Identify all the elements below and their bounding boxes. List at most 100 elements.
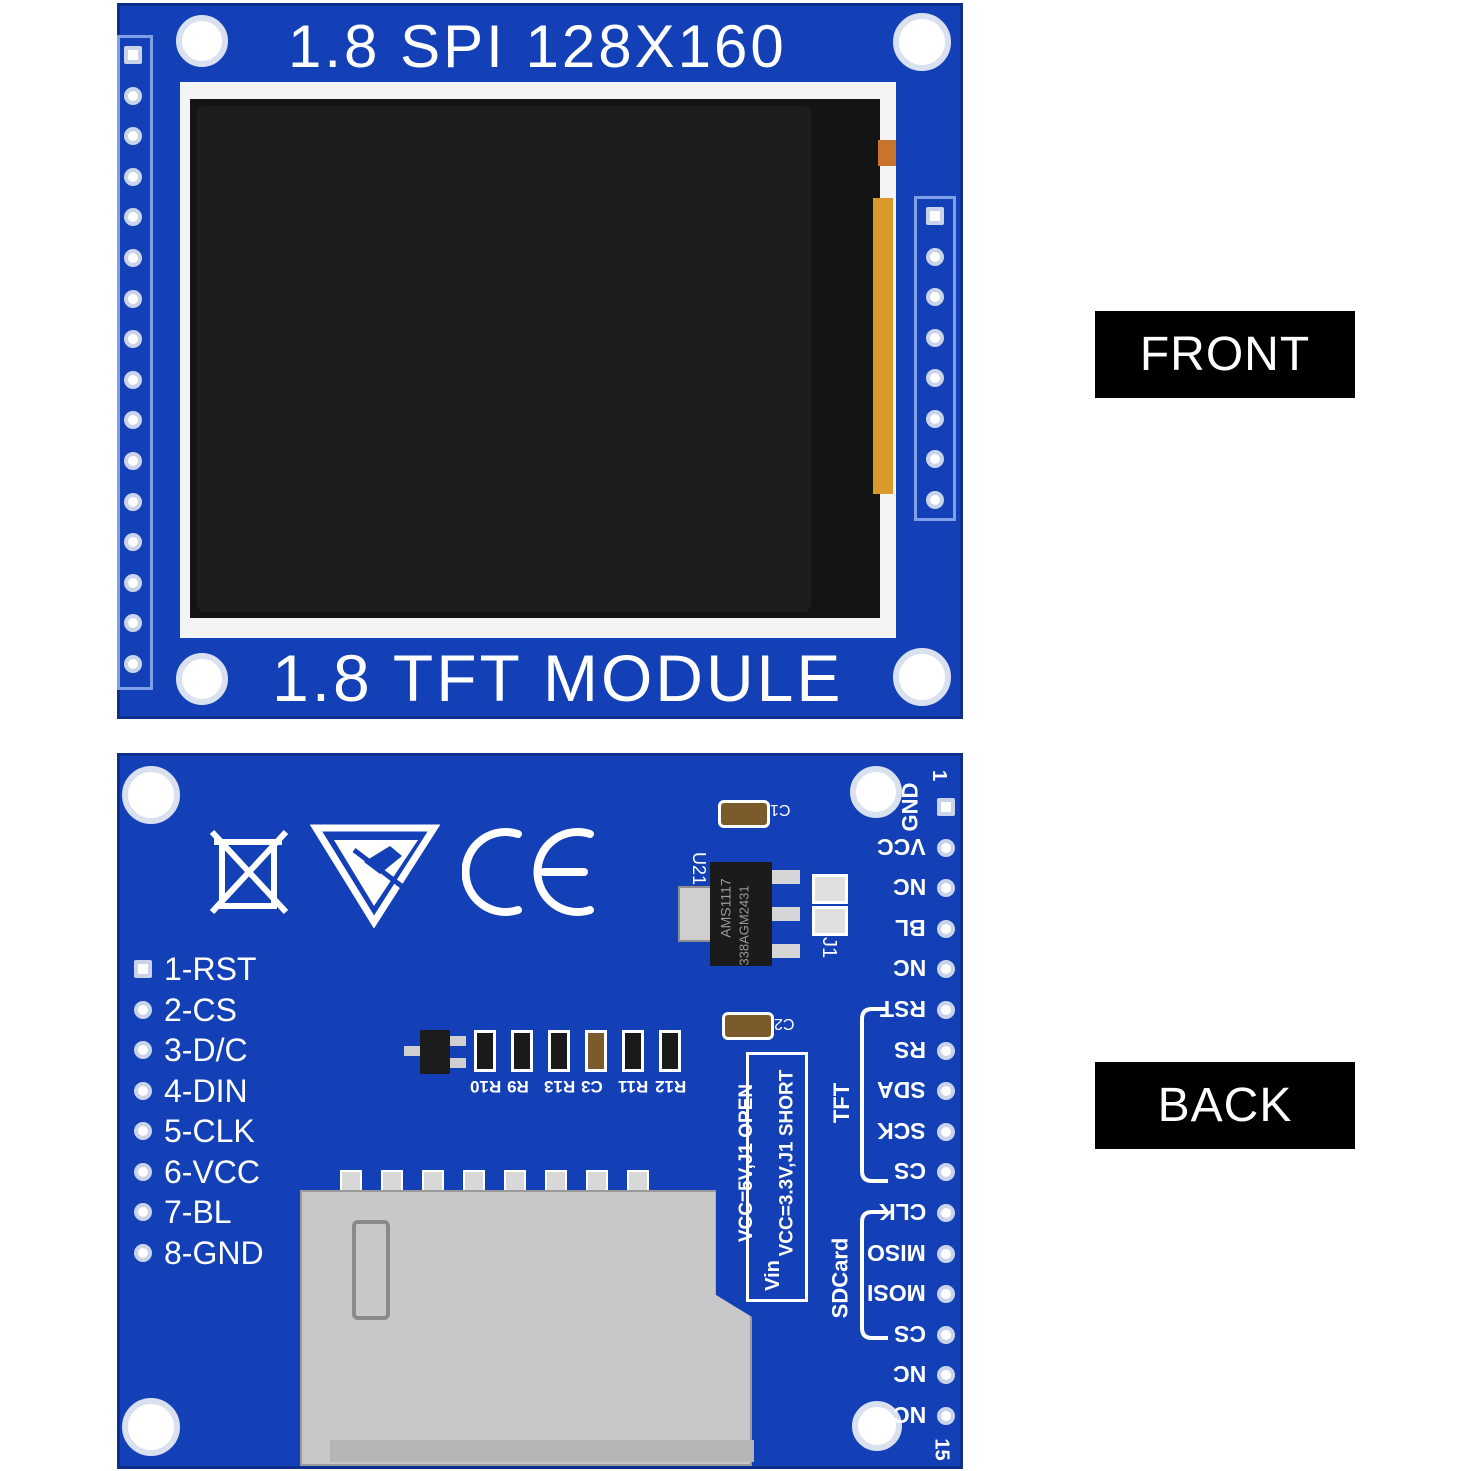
u21-label: U21 <box>689 851 710 886</box>
front-left-pin <box>124 289 142 308</box>
back-left-pin-label: 5-CLK <box>164 1113 255 1149</box>
front-left-pin <box>124 249 142 267</box>
front-left-pin <box>124 573 142 592</box>
pin-first-number: 1 <box>928 769 951 782</box>
back-left-pin <box>134 1162 152 1181</box>
back-right-pin <box>937 798 955 816</box>
jumper-pad-2 <box>812 906 848 936</box>
back-right-pin-label: VCC <box>877 833 926 860</box>
pin-last-number: 15 <box>930 1438 953 1461</box>
front-left-pin <box>124 127 142 146</box>
ce-mark-icon <box>462 828 594 916</box>
back-right-pin <box>937 1407 955 1425</box>
sd-card-bottom-lip <box>330 1440 754 1462</box>
jumper-pad-1 <box>812 874 848 904</box>
resistor-pad <box>548 1030 570 1072</box>
back-right-pin-label: NC <box>892 1402 926 1428</box>
back-mount-hole-tr <box>850 766 902 818</box>
front-right-pin <box>926 450 944 468</box>
back-right-pin <box>937 1204 955 1222</box>
capacitor-c1 <box>718 800 770 828</box>
back-left-pin <box>134 960 152 978</box>
back-left-pin-label: 2-CS <box>164 991 237 1028</box>
front-left-pin <box>124 655 142 673</box>
back-right-pin <box>937 879 955 898</box>
weee-bin-icon <box>209 829 289 915</box>
resistor-label: R11 <box>618 1077 649 1096</box>
back-right-pin <box>937 1001 955 1019</box>
back-left-pin <box>134 1041 152 1059</box>
transistor <box>420 1030 450 1074</box>
transistor-leg-c <box>450 1058 466 1068</box>
c1-label: C1 <box>770 801 791 818</box>
back-right-pin <box>937 1285 955 1304</box>
resistor-pad <box>511 1030 533 1072</box>
front-mount-hole-tl <box>176 15 228 67</box>
front-left-pin <box>124 370 142 389</box>
back-label: BACK <box>1095 1062 1355 1149</box>
resistor-label: R12 <box>655 1077 687 1096</box>
flex-cable <box>873 198 893 494</box>
resistor-label: R10 <box>470 1077 502 1096</box>
back-left-pin <box>134 1081 152 1100</box>
front-right-pin <box>926 288 944 306</box>
resistor-pad <box>474 1030 496 1072</box>
back-left-pin <box>134 1203 152 1221</box>
front-left-pin <box>124 208 142 227</box>
front-mount-hole-br <box>893 648 951 706</box>
back-mount-hole-bl <box>122 1398 180 1456</box>
front-label: FRONT <box>1095 311 1355 398</box>
front-mount-hole-bl <box>176 653 228 705</box>
back-left-pin-label: 6-VCC <box>164 1153 261 1190</box>
back-right-pin-label: NC <box>892 874 926 901</box>
back-right-pin <box>937 1163 955 1182</box>
front-left-pin <box>124 492 142 511</box>
back-right-pin <box>937 960 955 979</box>
front-left-pin <box>124 86 142 105</box>
front-left-pin <box>124 533 142 552</box>
back-right-pin <box>937 1244 955 1263</box>
flex-tab <box>878 140 896 166</box>
back-left-pin-label: 1-RST <box>164 951 257 987</box>
front-right-pin <box>926 207 944 225</box>
regulator-body <box>710 862 772 966</box>
back-left-pin-label: 8-GND <box>164 1234 264 1271</box>
j1-label: J1 <box>818 936 841 959</box>
back-left-pin <box>134 1122 152 1140</box>
resistor-pad <box>585 1030 607 1072</box>
resistor-label: R13 <box>544 1077 576 1096</box>
resistor-pad <box>622 1030 644 1072</box>
c2-label: C2 <box>774 1015 795 1032</box>
front-mount-hole-tr <box>893 13 951 71</box>
front-right-pin <box>926 369 944 387</box>
resistor-pad <box>659 1030 681 1072</box>
capacitor-c2 <box>722 1012 774 1040</box>
front-left-pin <box>124 411 142 430</box>
back-right-pin <box>937 1325 955 1344</box>
sd-card-spring <box>352 1220 390 1320</box>
note-j1-open: VCC=5V,J1 OPEN <box>736 1083 758 1243</box>
transistor-leg-a <box>404 1046 420 1056</box>
note-vin: Vin <box>761 1260 784 1291</box>
display-screen <box>197 106 811 612</box>
voltage-note-box <box>746 1052 808 1302</box>
back-mount-hole-tl <box>122 766 180 824</box>
back-right-pin-label: CS <box>894 1320 926 1347</box>
front-right-pin <box>926 328 944 347</box>
front-left-pin <box>124 614 142 633</box>
resistor-label: C3 <box>581 1077 603 1096</box>
back-left-pin-label: 3-D/C <box>164 1032 248 1068</box>
front-left-pin <box>124 46 142 64</box>
back-right-pin <box>937 919 955 938</box>
back-right-pin <box>937 1082 955 1101</box>
back-left-pin-label: 4-DIN <box>164 1072 248 1109</box>
front-right-pin <box>926 490 944 509</box>
regulator-leg-2 <box>772 907 800 921</box>
regulator-text-1: AMS1117 <box>717 878 734 938</box>
back-right-pin-label: RS <box>894 1036 926 1063</box>
esd-warning-icon <box>310 824 440 928</box>
sdcard-bracket <box>860 1210 888 1340</box>
tft-bracket <box>860 1007 888 1183</box>
front-left-pin <box>124 452 142 470</box>
back-right-pin <box>937 1366 955 1385</box>
